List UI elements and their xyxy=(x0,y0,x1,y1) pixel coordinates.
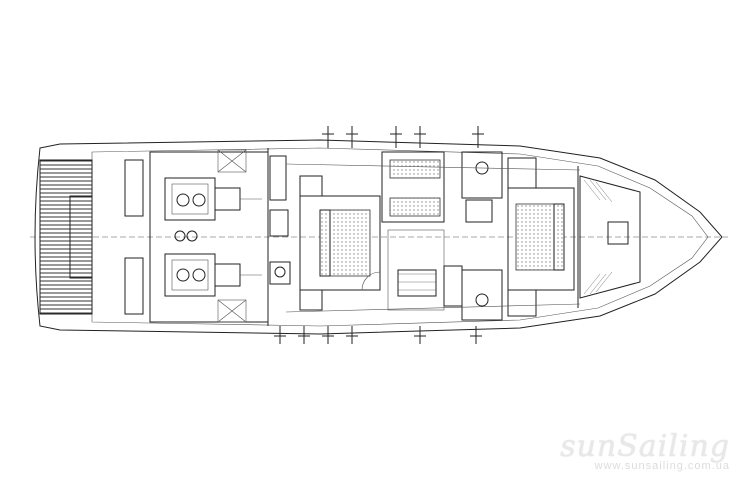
crew-area xyxy=(269,155,287,201)
vip-locker-lower xyxy=(507,289,537,317)
master-bed xyxy=(319,209,371,277)
vip-cabin xyxy=(507,187,575,291)
guest-head-starboard xyxy=(461,151,503,199)
deck-fittings-bottom xyxy=(274,326,482,344)
master-bed-pillows xyxy=(319,209,331,277)
watermark: sunSailing www.sunsailing.com.ua xyxy=(560,429,730,472)
aft-locker-lower xyxy=(124,257,144,315)
forepeak-hatching xyxy=(583,179,613,295)
engine-port xyxy=(164,253,262,297)
master-door-arc xyxy=(361,271,381,291)
vip-bed-pillows xyxy=(553,203,565,271)
passage-wall-upper xyxy=(285,163,581,171)
vip-bed xyxy=(515,203,565,271)
transom-step xyxy=(69,195,93,279)
hull-inner-outline xyxy=(91,147,709,327)
watermark-url: www.sunsailing.com.ua xyxy=(594,460,730,472)
generators xyxy=(174,149,247,323)
crew-toilet xyxy=(274,266,286,278)
deck-fittings-top xyxy=(322,126,484,148)
watermark-brand: sunSailing xyxy=(560,429,730,464)
passage-wall-lower xyxy=(285,303,581,313)
forepeak-compartment xyxy=(579,175,641,299)
guest-toilet-port xyxy=(475,293,489,307)
chain-locker xyxy=(607,221,629,245)
stairs xyxy=(397,269,437,297)
shower-port xyxy=(443,265,463,307)
hull-outline xyxy=(34,139,723,335)
twin-cabin xyxy=(381,151,445,223)
master-wardrobe-upper xyxy=(299,175,323,197)
guest-head-port xyxy=(461,269,503,321)
crew-head-lower xyxy=(269,261,291,285)
shower-starboard xyxy=(465,199,493,223)
master-cabin xyxy=(299,195,381,291)
master-wardrobe-lower xyxy=(299,289,323,311)
vip-locker-upper xyxy=(507,157,537,189)
swim-platform xyxy=(39,159,93,315)
bunk-lower xyxy=(389,197,441,217)
crew-head-upper xyxy=(269,209,289,237)
bunk-upper xyxy=(389,159,441,179)
aft-locker-upper xyxy=(124,159,144,217)
engine-starboard xyxy=(164,177,262,221)
